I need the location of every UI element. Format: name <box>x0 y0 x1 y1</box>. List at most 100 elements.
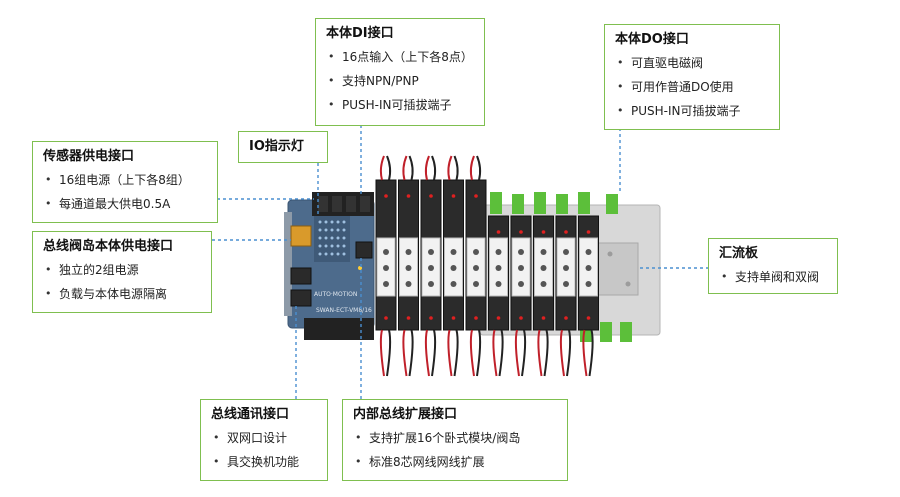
valve-port <box>383 249 389 255</box>
valve-led <box>406 316 411 320</box>
callout-bus-power-item: 负载与本体电源隔离 <box>43 282 201 306</box>
valve-led <box>429 194 433 198</box>
valve-port <box>428 265 434 271</box>
valve-wire <box>408 155 414 181</box>
callout-di-item: 16点输入（上下各8点） <box>326 45 474 69</box>
valve-port <box>383 265 389 271</box>
callout-di-item: PUSH-IN可插拔端子 <box>326 93 474 117</box>
callout-io-led: IO指示灯 <box>238 131 328 163</box>
valve-wire <box>469 155 475 181</box>
valve-port <box>405 281 412 287</box>
callout-expansion-item: 支持扩展16个卧式模块/阀岛 <box>353 426 557 450</box>
valve-wire <box>402 155 408 181</box>
valve-wire <box>447 155 453 181</box>
valve-port <box>450 265 457 271</box>
valve-led <box>496 316 501 320</box>
valve-wire <box>386 155 392 181</box>
valve-wire <box>492 329 498 377</box>
valve-led <box>474 194 478 198</box>
valve-wire <box>431 329 437 377</box>
valve-wire <box>559 329 565 377</box>
valve-wire <box>424 155 430 181</box>
valve-wire <box>379 329 385 377</box>
valve-port <box>428 249 434 255</box>
valve-wire <box>476 155 482 181</box>
valve-port <box>518 265 524 271</box>
valve-port <box>405 265 412 271</box>
valve-wire <box>537 329 543 377</box>
callout-manifold-title: 汇流板 <box>719 246 759 261</box>
callout-comm-item: 双网口设计 <box>211 426 317 450</box>
valve-port <box>495 281 502 287</box>
power-connector <box>290 225 312 247</box>
valve-wire <box>431 155 437 181</box>
valve-port <box>563 249 569 255</box>
valve-port <box>428 281 434 287</box>
callout-di-title: 本体DI接口 <box>326 26 394 41</box>
valve-wire <box>453 155 459 181</box>
valve-port <box>495 249 502 255</box>
callout-manifold-item: 支持单阀和双阀 <box>719 265 827 289</box>
valve-wire <box>453 329 459 377</box>
valve-port <box>450 249 457 255</box>
valve-port <box>450 281 457 287</box>
valve-port <box>473 249 479 255</box>
valve-led <box>451 194 456 198</box>
valve-wire <box>476 329 482 377</box>
valve-led <box>451 316 456 320</box>
valve-wire <box>379 155 385 181</box>
device-brand: AUTO·MOTION <box>314 291 357 298</box>
callout-bus-power: 总线阀岛本体供电接口 独立的2组电源 负载与本体电源隔离 <box>32 231 212 313</box>
valve-port <box>585 281 592 287</box>
valve-led <box>519 230 523 234</box>
callout-comm-item: 具交换机功能 <box>211 450 317 474</box>
callout-do-title: 本体DO接口 <box>615 32 689 47</box>
valve-wire <box>514 329 520 377</box>
valve-led <box>496 230 501 234</box>
valve-wire <box>543 329 549 377</box>
do-connectors-top <box>490 192 618 214</box>
valve-wire <box>424 329 430 377</box>
callout-bus-communication: 总线通讯接口 双网口设计 具交换机功能 <box>200 399 328 481</box>
valve-port <box>540 265 547 271</box>
valve-led <box>519 316 523 320</box>
valve-port <box>563 281 569 287</box>
manifold-end-plate <box>597 242 639 296</box>
callout-comm-title: 总线通讯接口 <box>211 407 290 422</box>
callout-sensor-power: 传感器供电接口 16组电源（上下各8组） 每通道最大供电0.5A <box>32 141 218 223</box>
valve-port <box>383 281 389 287</box>
callout-do-item: PUSH-IN可插拔端子 <box>615 99 769 123</box>
valve-led <box>564 316 568 320</box>
callout-sensor-power-item: 16组电源（上下各8组） <box>43 168 207 192</box>
valve-port <box>585 265 592 271</box>
valve-wire <box>588 329 594 377</box>
ethernet-port-1 <box>290 267 312 285</box>
callout-di-interface: 本体DI接口 16点输入（上下各8点） 支持NPN/PNP PUSH-IN可插拔… <box>315 18 485 126</box>
valve-port <box>563 265 569 271</box>
valve-wire <box>469 329 475 377</box>
valve-port <box>518 281 524 287</box>
valve-port <box>585 249 592 255</box>
valve-led <box>541 316 546 320</box>
valve-port <box>473 281 479 287</box>
valve-port <box>518 249 524 255</box>
valve-bank <box>375 155 599 377</box>
expansion-port <box>355 241 373 259</box>
valve-port <box>540 281 547 287</box>
valve-wire <box>408 329 414 377</box>
valve-led <box>474 316 478 320</box>
callout-do-item: 可直驱电磁阀 <box>615 51 769 75</box>
callout-expansion-title: 内部总线扩展接口 <box>353 407 458 422</box>
valve-port <box>540 249 547 255</box>
valve-led <box>429 316 433 320</box>
callout-internal-expansion: 内部总线扩展接口 支持扩展16个卧式模块/阀岛 标准8芯网线网线扩展 <box>342 399 568 481</box>
callout-manifold: 汇流板 支持单阀和双阀 <box>708 238 838 294</box>
callout-expansion-item: 标准8芯网线网线扩展 <box>353 450 557 474</box>
valve-wire <box>447 329 453 377</box>
valve-wire <box>566 329 572 377</box>
valve-led <box>586 230 591 234</box>
valve-led <box>564 230 568 234</box>
callout-bus-power-title: 总线阀岛本体供电接口 <box>43 239 174 254</box>
valve-led <box>541 230 546 234</box>
